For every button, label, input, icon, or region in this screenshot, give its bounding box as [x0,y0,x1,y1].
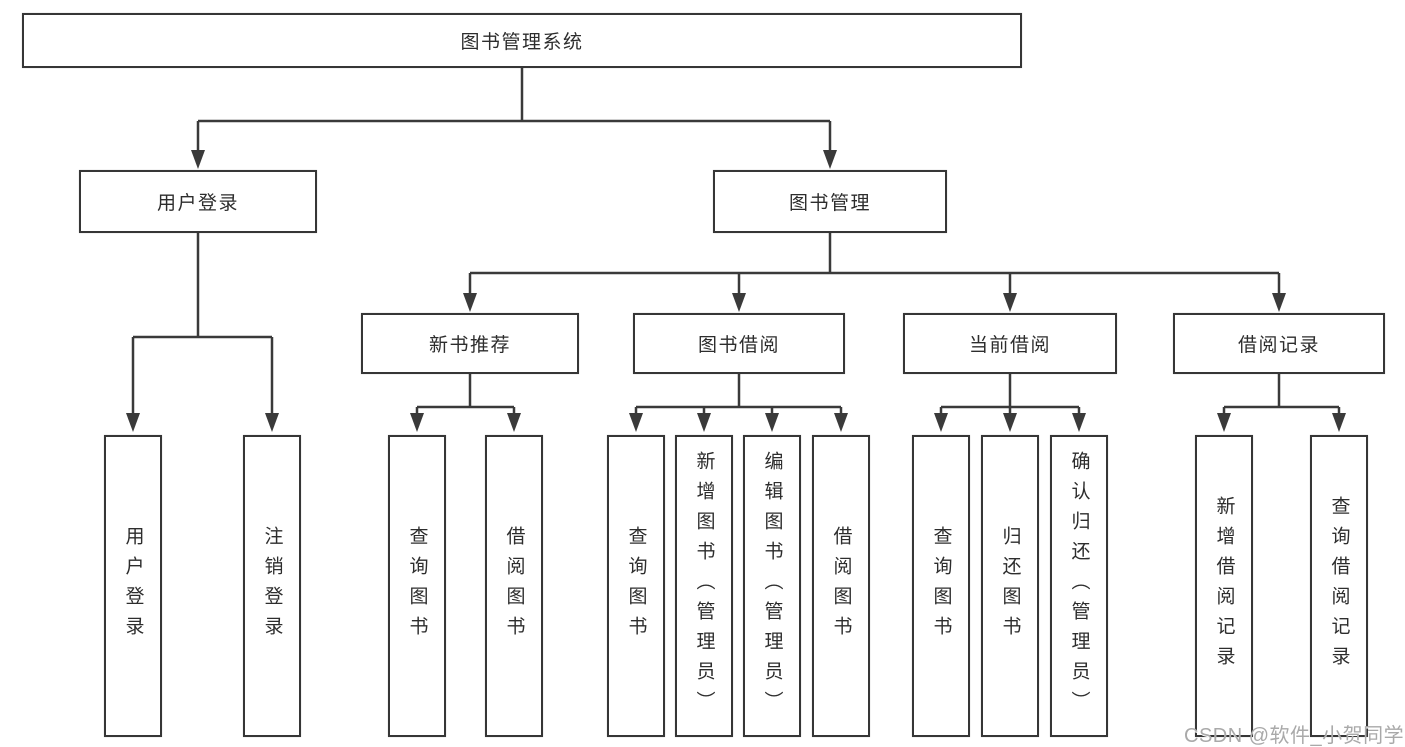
arrowhead [1217,413,1231,432]
arrowhead [1003,293,1017,312]
leaf-add-borrow-record: 新增借阅记录 [1195,435,1253,737]
arrowhead [463,293,477,312]
leaf-borrow-books-recommend-label: 借阅图书 [503,526,525,646]
arrowhead [834,413,848,432]
leaf-confirm-return-admin: 确认归还（管理员） [1050,435,1108,737]
arrowhead [934,413,948,432]
leaf-user-login: 用户登录 [104,435,162,737]
leaf-edit-books-admin-label: 编辑图书（管理员） [761,451,783,721]
leaf-query-books-recommend: 查询图书 [388,435,446,737]
arrowhead [507,413,521,432]
leaf-add-books-admin-label: 新增图书（管理员） [693,451,715,721]
arrowhead [1072,413,1086,432]
leaf-borrow-books-borrowing: 借阅图书 [812,435,870,737]
leaf-query-borrow-record: 查询借阅记录 [1310,435,1368,737]
leaf-query-books-borrowing: 查询图书 [607,435,665,737]
node-current-borrowing: 当前借阅 [903,313,1117,374]
arrowhead [823,150,837,169]
arrowhead [265,413,279,432]
node-library-system: 图书管理系统 [22,13,1022,68]
leaf-edit-books-admin: 编辑图书（管理员） [743,435,801,737]
leaf-logout-label: 注销登录 [261,526,283,646]
node-book-borrowing-label: 图书借阅 [697,335,780,356]
node-new-book-recommend-label: 新书推荐 [428,335,511,356]
leaf-query-borrow-record-label: 查询借阅记录 [1328,496,1350,676]
node-user-login: 用户登录 [79,170,317,233]
watermark: CSDN @软件_小贺同学 [1184,725,1405,747]
arrowhead [629,413,643,432]
arrowhead [410,413,424,432]
arrowhead [765,413,779,432]
leaf-query-books-borrowing-label: 查询图书 [625,526,647,646]
arrowhead [732,293,746,312]
arrowhead [191,150,205,169]
arrowhead [697,413,711,432]
leaf-return-books: 归还图书 [981,435,1039,737]
node-book-management: 图书管理 [713,170,947,233]
arrowhead [1332,413,1346,432]
arrowhead [126,413,140,432]
leaf-add-borrow-record-label: 新增借阅记录 [1213,496,1235,676]
leaf-query-books-current: 查询图书 [912,435,970,737]
leaf-borrow-books-recommend: 借阅图书 [485,435,543,737]
leaf-confirm-return-admin-label: 确认归还（管理员） [1068,451,1090,721]
node-book-management-label: 图书管理 [788,193,871,214]
leaf-query-books-recommend-label: 查询图书 [406,526,428,646]
leaf-logout: 注销登录 [243,435,301,737]
node-current-borrowing-label: 当前借阅 [968,335,1051,356]
leaf-user-login-label: 用户登录 [122,526,144,646]
node-book-borrowing: 图书借阅 [633,313,845,374]
leaf-return-books-label: 归还图书 [999,526,1021,646]
node-new-book-recommend: 新书推荐 [361,313,579,374]
node-borrowing-records-label: 借阅记录 [1237,335,1320,356]
connector-lines [131,68,1341,415]
leaf-query-books-current-label: 查询图书 [930,526,952,646]
leaf-add-books-admin: 新增图书（管理员） [675,435,733,737]
leaf-borrow-books-borrowing-label: 借阅图书 [830,526,852,646]
arrowhead [1272,293,1286,312]
node-user-login-label: 用户登录 [156,193,239,214]
arrowhead [1003,413,1017,432]
node-borrowing-records: 借阅记录 [1173,313,1385,374]
node-library-system-label: 图书管理系统 [460,32,584,53]
